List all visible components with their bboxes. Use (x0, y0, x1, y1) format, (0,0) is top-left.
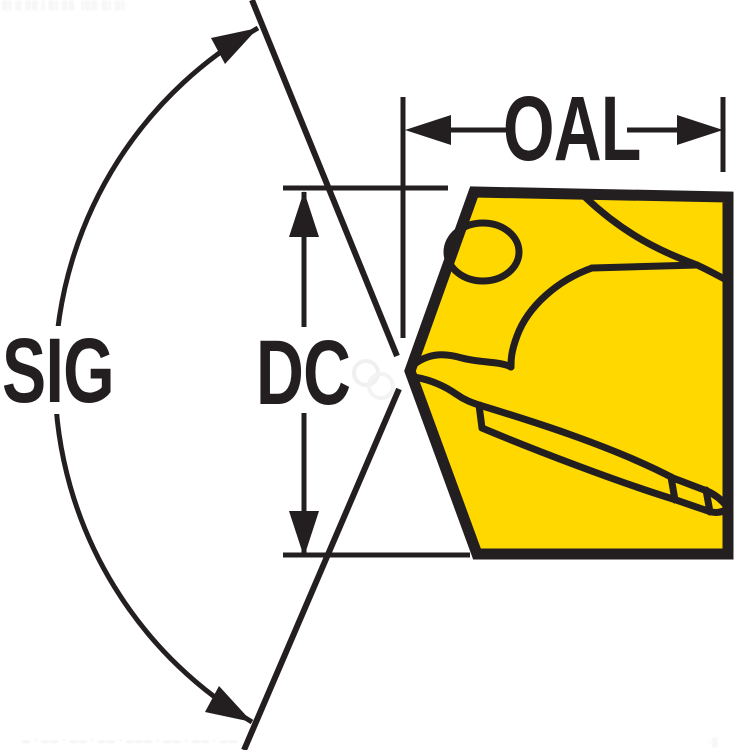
watermark-bottom-right: ▪█ (708, 738, 719, 747)
margin-band-lower (478, 424, 732, 516)
flute-shoulder-line (588, 261, 701, 272)
watermark-top-left: █▌█ ██▐ █▌██ ▐██ █▌█▌ (2, 1, 129, 10)
point-flank-line-lower (241, 387, 402, 750)
cutting-lip-upper (408, 351, 515, 371)
cutting-lip-lower (410, 373, 486, 432)
insert-dimple-outline (443, 219, 523, 285)
dc-arrowhead-top-icon (289, 191, 319, 237)
flute-sweep-upper (581, 193, 701, 269)
sig-label-backing (0, 326, 112, 414)
dc-label: DC (256, 320, 350, 423)
oal-arrowhead-right-icon (677, 115, 723, 145)
watermark-ring-icon (352, 359, 380, 387)
insert-feature-lines (408, 193, 734, 516)
oal-label: OAL (503, 76, 641, 179)
margin-band-tick-1 (667, 473, 679, 504)
oal-arrowhead-left-icon (405, 115, 451, 145)
point-flank-line-upper (249, 0, 400, 358)
sig-arrowhead-top-icon (211, 28, 258, 64)
sig-arrowhead-bottom-icon (205, 686, 252, 722)
flute-face-curve (507, 264, 596, 371)
watermark-ring-icon (367, 372, 395, 400)
margin-band-tick-2 (702, 486, 714, 516)
sig-label: SIG (2, 318, 114, 421)
watermark-bottom: ▬ ▪ ▬▬ ▪ ▬▬ ▪ ▬▬ ▪ ▬▬▬ ▪ ▬▬ ▪ ▬▬ ▪ ▬▬ (22, 736, 238, 745)
dc-arrowhead-bottom-icon (289, 511, 319, 557)
margin-band-upper (475, 401, 732, 512)
